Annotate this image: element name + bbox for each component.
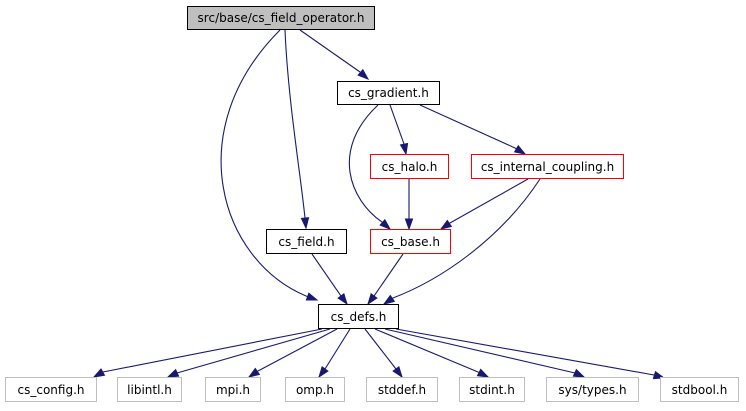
- edge-line: [364, 328, 397, 370]
- edge-root-to-field: [284, 29, 310, 230]
- edge-line-tail: [477, 371, 489, 378]
- edge-internal_coupling-to-base: [439, 178, 529, 230]
- edge-line-tail: [403, 143, 407, 155]
- edge-field-to-defs: [311, 253, 348, 306]
- node-cs-gradient[interactable]: cs_gradient.h: [337, 81, 440, 105]
- edge-line-tail: [304, 217, 307, 229]
- node-root: src/base/cs_field_operator.h: [187, 6, 375, 30]
- edge-line-tail: [383, 297, 394, 305]
- edge-line: [389, 104, 405, 145]
- edge-line-tail: [305, 295, 318, 301]
- edge-internal_coupling-to-defs: [382, 178, 541, 305]
- edge-gradient-to-base: [348, 104, 392, 230]
- edge-defs-to-config: [92, 328, 323, 378]
- edge-line: [373, 253, 404, 297]
- edge-defs-to-stdint: [374, 328, 490, 378]
- edge-base-to-defs: [367, 253, 404, 306]
- edge-root-to-defs: [220, 29, 319, 301]
- arrow-head: [166, 368, 180, 378]
- edge-line: [220, 29, 307, 297]
- edge-gradient-to-internal_coupling: [419, 104, 527, 155]
- edge-line: [324, 328, 351, 370]
- edge-halo-to-base: [404, 179, 414, 231]
- edge-line-tail: [167, 372, 178, 378]
- edge-line-tail: [359, 71, 369, 80]
- node-cs-field[interactable]: cs_field.h: [266, 229, 347, 254]
- node-sys-types: sys/types.h: [546, 377, 639, 402]
- edge-line: [311, 253, 342, 297]
- edge-line-tail: [318, 368, 326, 378]
- edge-line: [176, 328, 331, 374]
- edge-line: [299, 29, 361, 73]
- edge-line: [257, 328, 338, 372]
- node-cs-defs[interactable]: cs_defs.h: [318, 304, 399, 329]
- node-cs-base[interactable]: cs_base.h: [370, 229, 451, 254]
- node-stdbool: stdbool.h: [660, 377, 739, 402]
- edge-line: [284, 29, 306, 219]
- node-mpi: mpi.h: [205, 377, 261, 402]
- edge-line-tail: [395, 368, 403, 378]
- node-stddef: stddef.h: [366, 377, 438, 402]
- edge-line: [102, 328, 323, 373]
- node-stdint: stdint.h: [459, 377, 525, 402]
- edge-line-tail: [367, 295, 375, 305]
- edge-line-tail: [514, 147, 526, 155]
- edge-line: [348, 104, 383, 223]
- edge-line: [374, 328, 479, 373]
- edge-line: [419, 104, 516, 149]
- edge-line: [395, 328, 655, 376]
- edge-line-tail: [574, 372, 585, 378]
- edge-line-tail: [93, 371, 104, 378]
- edge-defs-to-stddef: [364, 328, 403, 379]
- edge-line-tail: [381, 221, 391, 230]
- edge-line: [384, 328, 576, 374]
- edge-line-tail: [248, 370, 259, 378]
- edge-defs-to-mpi: [247, 328, 338, 378]
- node-cs-halo[interactable]: cs_halo.h: [370, 154, 449, 179]
- edge-root-to-gradient: [299, 29, 370, 80]
- edge-line: [449, 178, 529, 224]
- edge-line-tail: [440, 222, 451, 230]
- arrow-head: [572, 368, 586, 378]
- edge-defs-to-omp: [318, 328, 351, 379]
- node-cs-config: cs_config.h: [5, 377, 97, 402]
- node-libintl: libintl.h: [117, 377, 182, 402]
- edge-gradient-to-halo: [389, 104, 409, 156]
- edge-defs-to-systypes: [384, 328, 586, 378]
- node-omp: omp.h: [285, 377, 345, 402]
- edge-line: [392, 178, 541, 299]
- node-cs-internal-coupling[interactable]: cs_internal_coupling.h: [471, 154, 624, 179]
- edge-defs-to-stdbool: [395, 328, 666, 380]
- edge-defs-to-libintl: [166, 328, 331, 378]
- edge-line-tail: [340, 295, 348, 305]
